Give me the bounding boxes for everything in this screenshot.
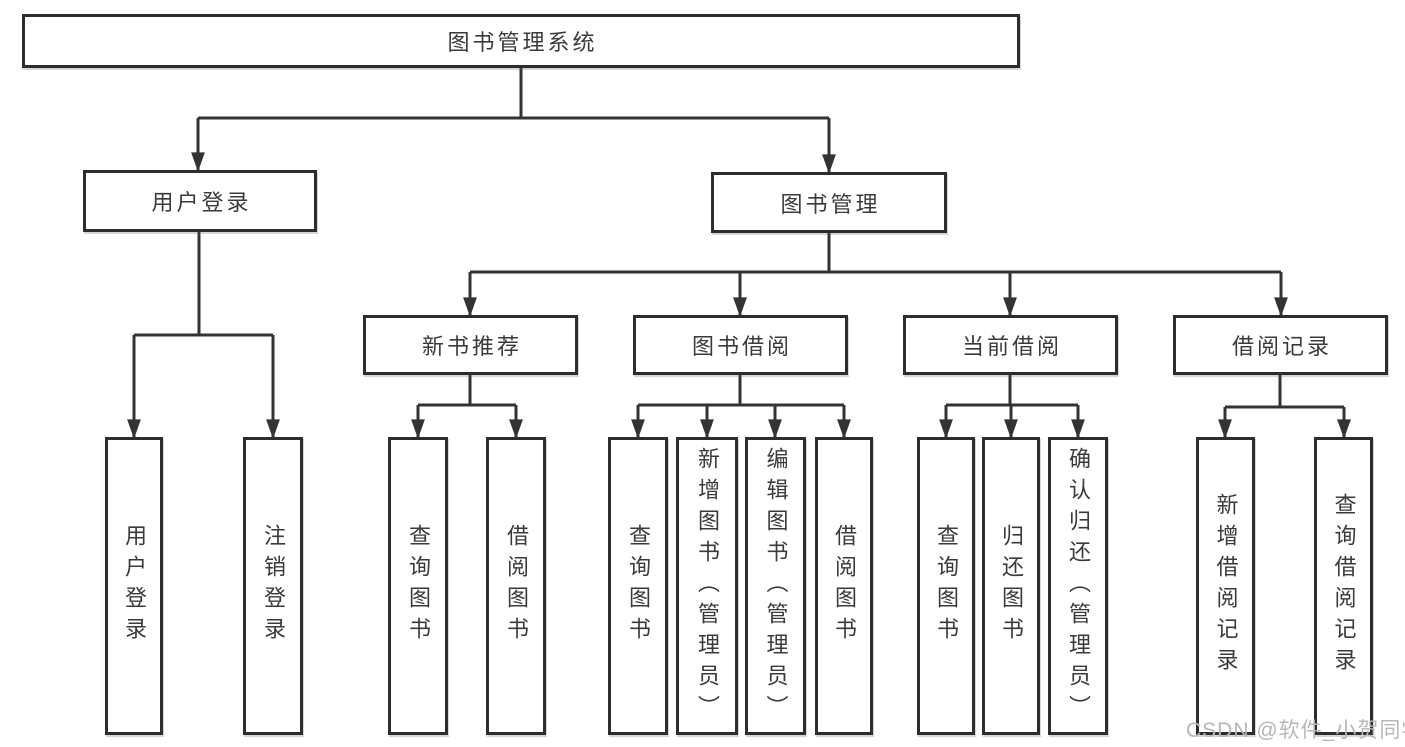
- node-root: 图书管理系统: [22, 14, 1020, 68]
- node-book-management: 图书管理: [711, 172, 947, 233]
- connector-bookmgmt-to-level3: [463, 233, 1288, 317]
- leaf-borrow-book-2: 借阅图书: [815, 437, 873, 735]
- leaf-query-book-1: 查询图书: [388, 437, 448, 735]
- leaf-confirm-return-admin-label: 确认归还（管理员）: [1066, 446, 1091, 726]
- leaf-return-book-label: 归还图书: [999, 524, 1024, 648]
- leaf-confirm-return-admin: 确认归还（管理员）: [1048, 437, 1108, 735]
- node-borrowing-records-label: 借阅记录: [1231, 334, 1332, 359]
- leaf-query-borrow-record-label: 查询借阅记录: [1331, 493, 1357, 679]
- connector-bookborrow-to-leaves: [631, 375, 851, 439]
- node-new-book-recommendation: 新书推荐: [363, 315, 578, 375]
- leaf-add-book-admin: 新增图书（管理员）: [676, 437, 738, 735]
- node-current-borrowing: 当前借阅: [903, 315, 1118, 375]
- leaf-user-login-label: 用户登录: [122, 524, 147, 648]
- leaf-borrow-book-1-label: 借阅图书: [504, 524, 529, 648]
- node-borrowing-records: 借阅记录: [1173, 315, 1388, 375]
- connector-userlogin-to-leaves: [127, 232, 280, 439]
- connector-borrowrecords-to-leaves: [1218, 375, 1351, 439]
- leaf-add-borrow-record-label: 新增借阅记录: [1213, 493, 1239, 679]
- leaf-return-book: 归还图书: [982, 437, 1040, 735]
- leaf-edit-book-admin-label: 编辑图书（管理员）: [763, 446, 789, 726]
- leaf-user-login: 用户登录: [105, 437, 163, 735]
- node-root-label: 图书管理系统: [447, 30, 598, 55]
- leaf-borrow-book-1: 借阅图书: [486, 437, 546, 735]
- node-user-login: 用户登录: [83, 170, 317, 232]
- node-book-borrowing: 图书借阅: [633, 315, 848, 375]
- leaf-query-borrow-record: 查询借阅记录: [1314, 437, 1373, 735]
- leaf-query-book-3: 查询图书: [917, 437, 975, 735]
- node-new-book-recommendation-label: 新书推荐: [421, 334, 522, 359]
- csdn-watermark: CSDN @软件_小贺同学: [1186, 719, 1405, 742]
- leaf-edit-book-admin: 编辑图书（管理员）: [745, 437, 806, 735]
- leaf-add-borrow-record: 新增借阅记录: [1196, 437, 1255, 735]
- leaf-add-book-admin-label: 新增图书（管理员）: [695, 446, 720, 726]
- leaf-logout-label: 注销登录: [261, 524, 286, 648]
- node-user-login-label: 用户登录: [151, 190, 252, 215]
- connector-root-to-level2: [191, 68, 836, 174]
- connector-currentborrow-to-leaves: [939, 375, 1085, 439]
- leaf-borrow-book-2-label: 借阅图书: [832, 524, 857, 648]
- leaf-query-book-1-label: 查询图书: [406, 524, 431, 648]
- node-book-borrowing-label: 图书借阅: [691, 334, 792, 359]
- leaf-query-book-2-label: 查询图书: [626, 524, 651, 648]
- leaf-query-book-2: 查询图书: [608, 437, 668, 735]
- node-book-management-label: 图书管理: [780, 191, 881, 217]
- connector-newbookrec-to-leaves: [411, 375, 523, 439]
- leaf-logout: 注销登录: [243, 437, 303, 735]
- node-current-borrowing-label: 当前借阅: [961, 334, 1062, 359]
- leaf-query-book-3-label: 查询图书: [934, 524, 959, 648]
